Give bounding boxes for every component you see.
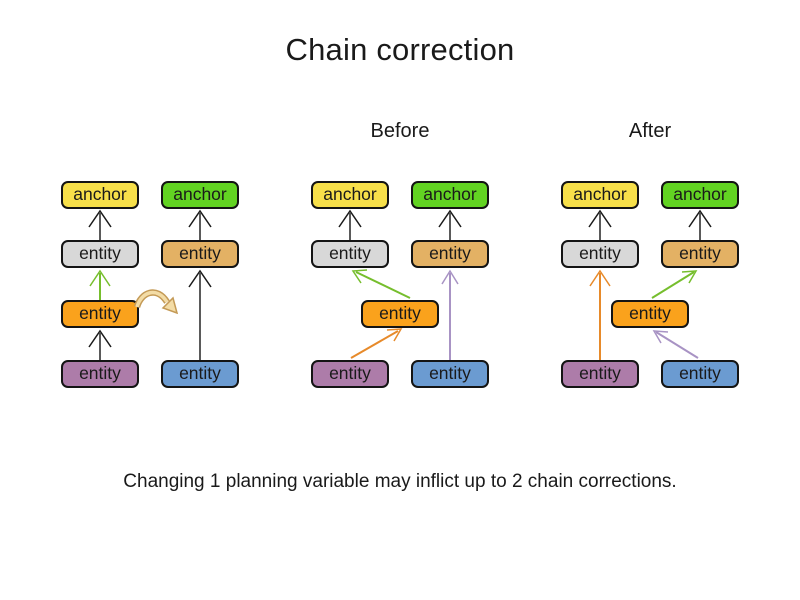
arrow-after-tan-to-green-anchor	[688, 209, 712, 240]
before-entity-tan: entity	[411, 240, 489, 268]
initial-entity-tan: entity	[161, 240, 239, 268]
before-entity-purple: entity	[311, 360, 389, 388]
after-entity-tan: entity	[661, 240, 739, 268]
before-entity-orange: entity	[361, 300, 439, 328]
arrow-before-orange-to-gray-green	[351, 269, 411, 299]
arrow-initial-purple-to-orange	[88, 329, 112, 360]
after-entity-blue: entity	[661, 360, 739, 388]
arrow-initial-tan-to-green-anchor	[188, 209, 212, 240]
arrow-before-gray-to-yellow-anchor	[338, 209, 362, 240]
initial-entity-blue: entity	[161, 360, 239, 388]
before-anchor-yellow: anchor	[311, 181, 389, 209]
arrow-initial-gray-to-yellow-anchor	[88, 209, 112, 240]
before-entity-blue: entity	[411, 360, 489, 388]
initial-entity-orange: entity	[61, 300, 139, 328]
initial-entity-purple: entity	[61, 360, 139, 388]
arrow-before-purple-to-orange	[350, 328, 403, 359]
arrow-before-tan-to-green-anchor	[438, 209, 462, 240]
after-entity-purple: entity	[561, 360, 639, 388]
after-anchor-yellow: anchor	[561, 181, 639, 209]
caption-text: Changing 1 planning variable may inflict…	[123, 471, 677, 492]
after-entity-orange: entity	[611, 300, 689, 328]
before-entity-gray: entity	[311, 240, 389, 268]
after-entity-gray: entity	[561, 240, 639, 268]
curved-move-arrow	[133, 289, 179, 315]
heading-after: After	[628, 120, 672, 142]
initial-entity-gray: entity	[61, 240, 139, 268]
arrow-before-blue-to-tan-purple	[441, 269, 459, 360]
arrow-after-blue-to-orange-purple	[652, 330, 699, 359]
before-anchor-green: anchor	[411, 181, 489, 209]
after-anchor-green: anchor	[661, 181, 739, 209]
heading-before: Before	[370, 120, 430, 142]
arrow-after-gray-to-yellow-anchor	[588, 209, 612, 240]
arrow-after-purple-to-gray-orange	[589, 269, 611, 360]
arrow-initial-orange-to-gray-green	[89, 269, 111, 300]
initial-anchor-yellow: anchor	[61, 181, 139, 209]
arrow-initial-blue-to-tan	[188, 269, 212, 360]
arrow-after-orange-to-tan-green	[651, 270, 698, 299]
initial-anchor-green: anchor	[161, 181, 239, 209]
page-title: Chain correction	[285, 32, 515, 67]
